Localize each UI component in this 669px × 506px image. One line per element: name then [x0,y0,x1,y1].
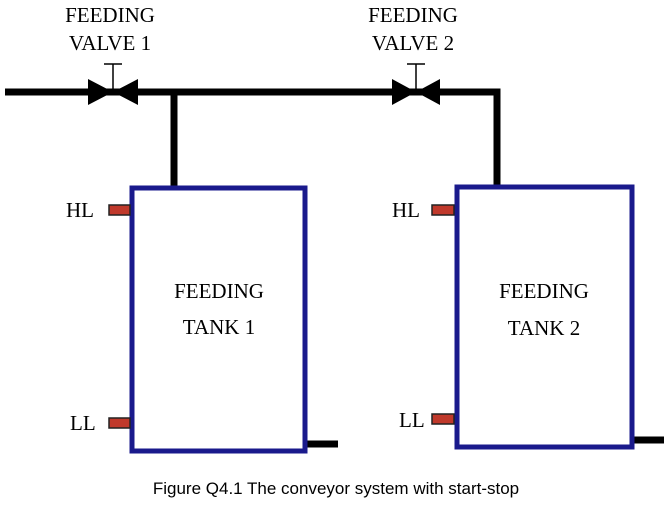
tank-1-label-line2: TANK 1 [183,315,255,339]
tank-1-high-level-label: HL [66,198,94,222]
tank-2-label-line1: FEEDING [499,279,589,303]
tank-2-low-level-sensor [431,413,455,425]
tank-1-low-level-sensor [108,417,131,429]
valve-1-label-line2: VALVE 1 [69,31,151,55]
feeding-valve-1[interactable]: FEEDING VALVE 1 [65,3,155,105]
feeding-tank-2[interactable]: FEEDING TANK 2 HL LL [392,184,635,450]
valve-1-body-icon [88,79,138,105]
figure-caption: Figure Q4.1 The conveyor system with sta… [153,479,519,498]
tank-2-low-level-label: LL [399,408,425,432]
tank-2-label-line2: TANK 2 [508,316,580,340]
tank-2-body [454,184,635,450]
valve-2-label-line2: VALVE 2 [372,31,454,55]
feeding-tank-1[interactable]: FEEDING TANK 1 HL LL [66,185,308,454]
tank-2-high-level-label: HL [392,198,420,222]
tank-1-low-level-label: LL [70,411,96,435]
tank-2-high-level-sensor [431,204,455,216]
feeding-valve-2[interactable]: FEEDING VALVE 2 [368,3,458,105]
tank-1-body [129,185,308,454]
valve-1-label-line1: FEEDING [65,3,155,27]
valve-2-body-icon [392,79,440,105]
tank-1-label-line1: FEEDING [174,279,264,303]
valve-2-label-line1: FEEDING [368,3,458,27]
tank-1-high-level-sensor [108,204,131,216]
